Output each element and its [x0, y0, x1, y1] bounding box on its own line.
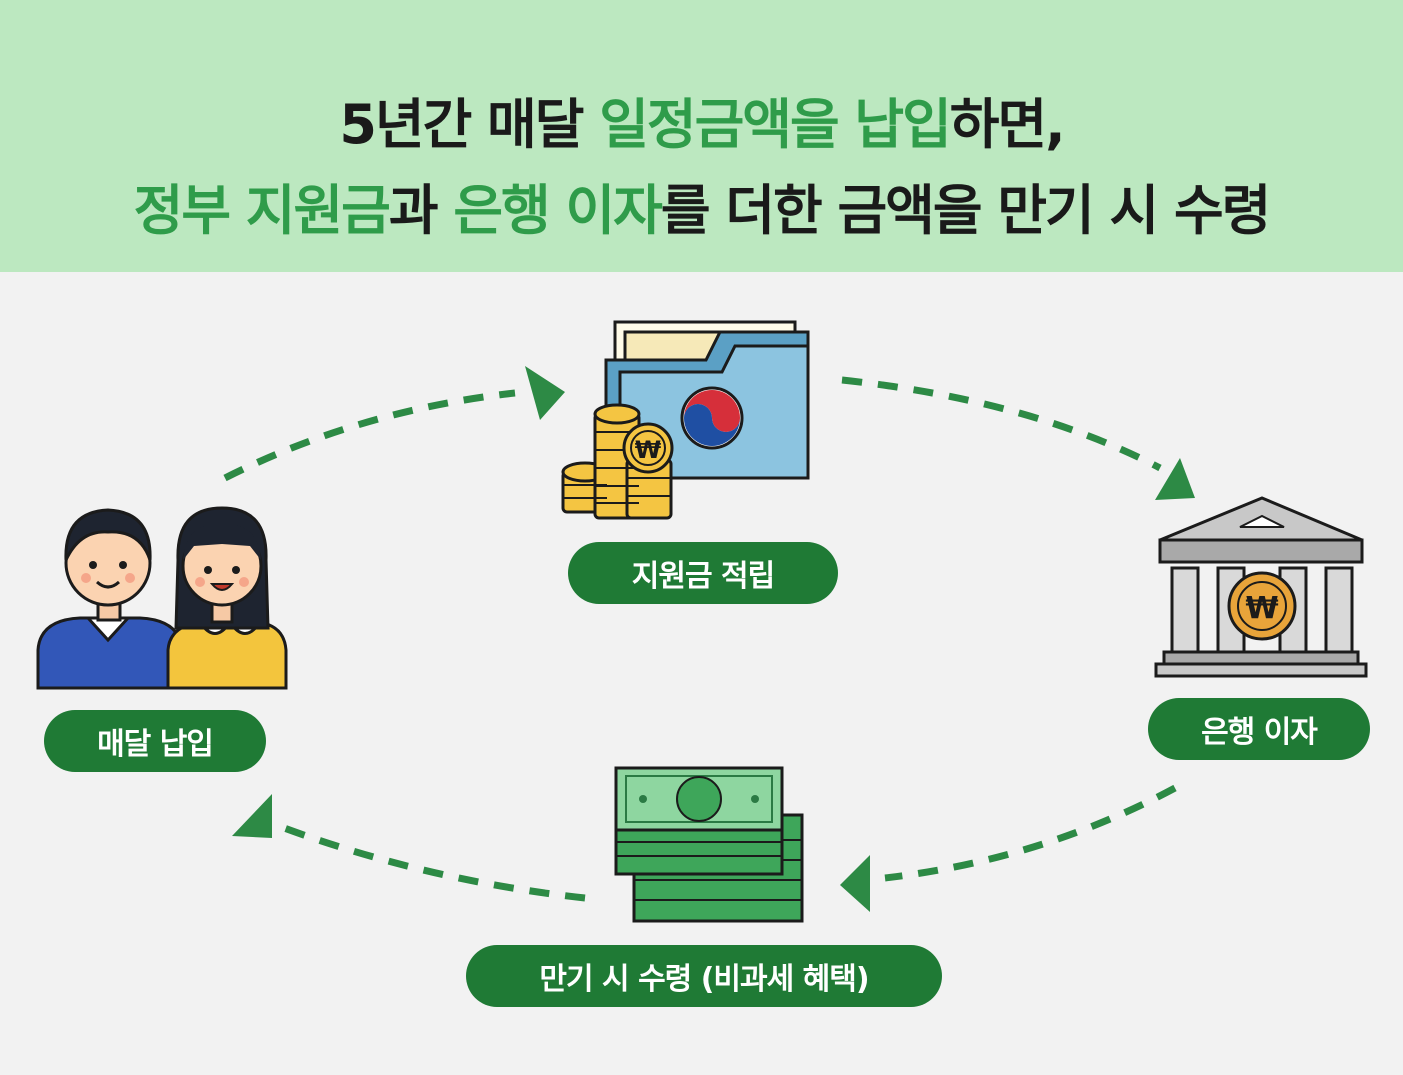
bank-icon: ₩ [1154, 496, 1368, 678]
arrow-subsidy-to-bank [841, 376, 1162, 472]
arrow-head-right-icon [525, 366, 565, 420]
headline-line-2: 정부 지원금과 은행 이자를 더한 금액을 만기 시 수령 [0, 166, 1403, 245]
headline-text: 과 [388, 179, 454, 242]
header-banner: 5년간 매달 일정금액을 납입하면, 정부 지원금과 은행 이자를 더한 금액을… [0, 0, 1403, 272]
node-maturity-receipt: 만기 시 수령 (비과세 혜택) [466, 945, 942, 1007]
node-subsidy-savings: 지원금 적립 [568, 542, 838, 604]
headline-text: 하면, [949, 93, 1066, 156]
arrow-head-upleft-icon [232, 794, 272, 838]
folder-coins-icon: ₩ [561, 320, 810, 520]
folder-coin-symbol: ₩ [635, 436, 662, 464]
node-monthly-payment: 매달 납입 [44, 710, 266, 772]
headline-line-1: 5년간 매달 일정금액을 납입하면, [0, 80, 1403, 159]
headline-highlight: 일정금액을 납입 [599, 93, 952, 156]
arrow-maturity-to-payment [266, 818, 586, 902]
headline-highlight: 은행 이자 [453, 179, 663, 242]
node-bank-interest: 은행 이자 [1148, 698, 1370, 760]
arrow-head-left-icon [840, 855, 870, 912]
arrow-bank-to-maturity [884, 784, 1177, 882]
money-stack-icon [614, 766, 804, 923]
people-icon [36, 506, 288, 690]
headline-highlight: 정부 지원금 [133, 179, 391, 242]
arrow-payment-to-subsidy [223, 389, 516, 482]
headline-text: 5년간 매달 [339, 93, 600, 156]
bank-coin-symbol: ₩ [1245, 591, 1278, 626]
headline-text: 를 더한 금액을 만기 시 수령 [660, 179, 1271, 242]
arrow-head-down-icon [1155, 458, 1195, 500]
